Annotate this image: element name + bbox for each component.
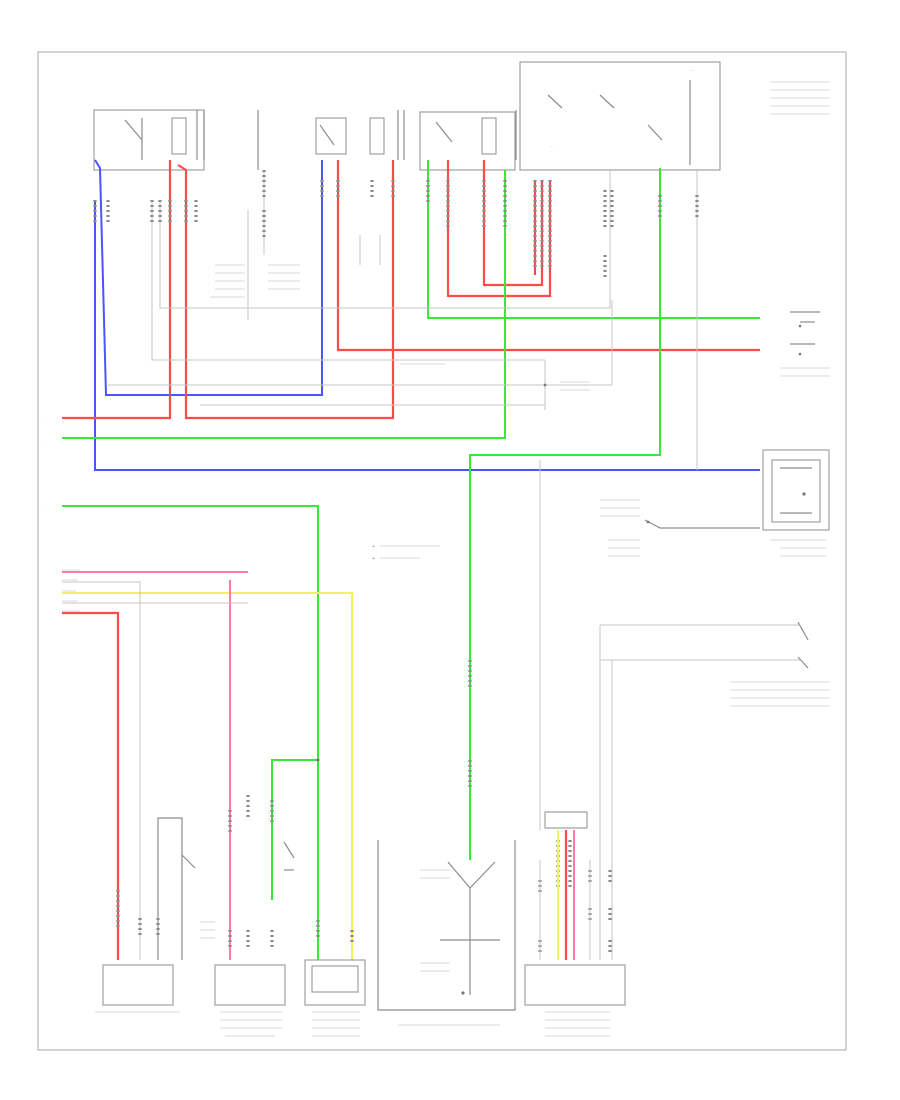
engine-coolant-sensor [730,621,830,707]
engine-control-module [524,811,626,1037]
junction-label-block [770,81,830,115]
svg-text:·: · [46,441,47,445]
junction-points [168,383,547,762]
diagram-frame [37,51,847,1051]
ac-pressure-switch [214,964,286,1037]
middle-labels [210,264,590,391]
ecm-wires [539,830,591,960]
wire-gray [62,170,800,960]
svg-text:·: · [46,507,47,511]
ac-compressor-clutch-assembly [377,840,516,1026]
top-relay-assembly-left [93,109,205,171]
right-sensor-top [790,311,820,328]
wire-yellow [62,592,353,960]
top-relay-assembly-right [419,110,517,171]
svg-text:·: · [46,421,47,425]
right-sensor-middle [780,343,830,377]
wire-blue [94,159,760,471]
diode [283,841,295,871]
left-edge-wire-labels: · · · [46,421,80,612]
legend: + + [372,544,440,562]
relay-bottom-left [157,817,215,960]
blower-transistor [95,964,180,1013]
wire-green [62,160,760,960]
svg-text:···: ··· [690,69,694,73]
connector-marks-top [93,170,699,280]
svg-text:+: + [372,556,375,562]
connector-marks-bottom [116,660,612,952]
wire-pink [62,571,248,960]
top-relay-assembly-middle [257,110,405,170]
svg-text:+: + [372,544,375,550]
ac-pressure-sensor [762,449,830,557]
svg-text:···: ··· [550,145,554,149]
hybrid-vehicle-control [304,959,366,1037]
evaporator-sensor [600,499,760,557]
engine-room-relay-block: ··· ··· [519,61,721,171]
wire-red [62,160,760,420]
